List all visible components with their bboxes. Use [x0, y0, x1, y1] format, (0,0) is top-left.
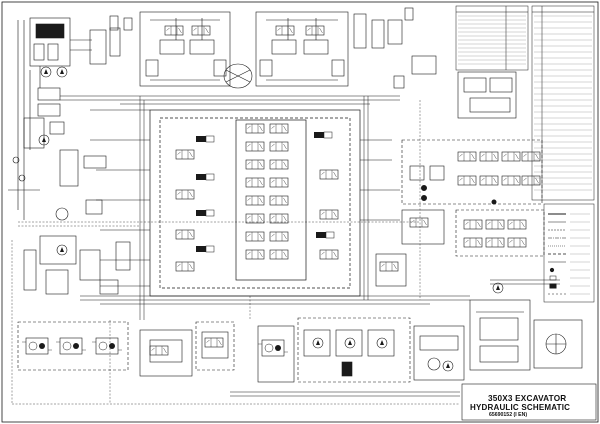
top-valve-cluster-right — [223, 11, 349, 89]
parts-table-1-rows — [458, 15, 526, 65]
top-valve-cluster-left — [139, 11, 231, 87]
tank-and-filter-group — [413, 279, 583, 381]
bottom-left-frames — [17, 321, 235, 377]
pilot-lines-dashed — [11, 100, 460, 405]
pressure-lines — [60, 95, 470, 320]
bottom-center-group — [230, 317, 460, 397]
left-side-components — [23, 199, 131, 295]
title-block-title: HYDRAULIC SCHEMATIC — [470, 403, 571, 412]
travel-motor-left-group — [21, 337, 123, 355]
main-pump-group — [8, 17, 121, 220]
line-legend — [543, 203, 595, 303]
title-block-frame — [461, 383, 597, 421]
control-valve-solenoids — [195, 131, 335, 253]
parts-table-1 — [455, 5, 529, 71]
option-circuits-right — [375, 71, 545, 287]
title-block-model: 350X3 EXCAVATOR — [488, 394, 567, 403]
parts-table-2 — [531, 5, 595, 201]
line-legend-labels — [570, 213, 590, 295]
parts-table-2-rows — [534, 15, 592, 191]
option-circuit-valves — [379, 151, 541, 272]
accumulators-right — [421, 185, 497, 205]
title-block-part-number: 65690152 (I EN) — [489, 412, 528, 418]
top-accumulators — [109, 7, 437, 89]
